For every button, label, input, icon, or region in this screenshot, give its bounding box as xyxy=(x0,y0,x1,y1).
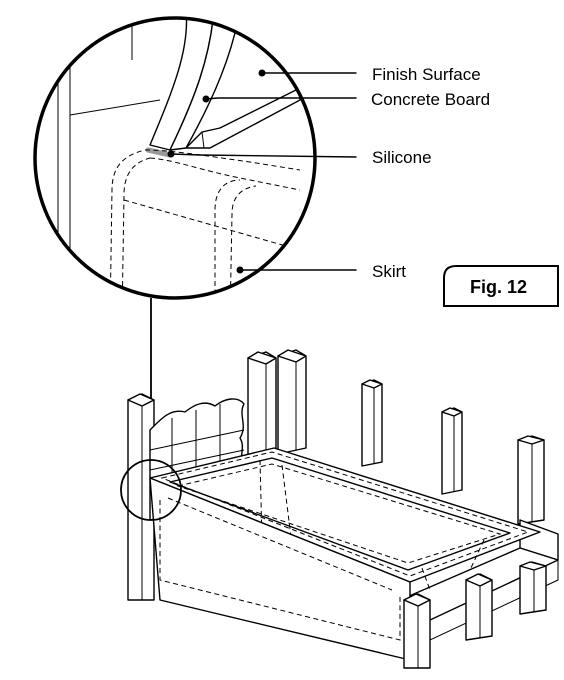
rear-stud-1 xyxy=(247,351,277,459)
detail-locator-circle xyxy=(120,459,182,521)
figure-label: Fig. 12 xyxy=(470,277,527,297)
front-stud-right-2 xyxy=(465,573,493,641)
callout-label-concrete-board: Concrete Board xyxy=(371,90,490,109)
callout-skirt: Skirt xyxy=(236,262,406,281)
figure-label-box: Fig. 12 xyxy=(443,265,559,307)
skirt-dash-2 xyxy=(229,185,257,298)
apron-top-dash xyxy=(167,497,393,591)
skirt-dash-1 xyxy=(214,179,241,298)
basin-inner-dash-4 xyxy=(421,567,431,591)
rear-stud-3 xyxy=(361,379,383,467)
callout-finish-surface: Finish Surface xyxy=(258,65,481,84)
callout-silicone: Silicone xyxy=(167,148,432,167)
basin-inner-dash-2 xyxy=(281,464,293,546)
callout-label-finish-surface: Finish Surface xyxy=(372,65,481,84)
ledge-edge xyxy=(201,131,205,149)
tub-rim-dash xyxy=(160,451,530,577)
basin-inner-dash-1 xyxy=(259,459,263,541)
callout-label-skirt: Skirt xyxy=(372,262,406,281)
basin-inner-dash-3 xyxy=(469,539,485,571)
apron-inner-dash xyxy=(159,500,401,641)
rear-stud-4 xyxy=(441,407,463,495)
flange-dash-2 xyxy=(121,157,151,298)
rear-stud-2 xyxy=(277,349,307,455)
rim-dash-1 xyxy=(149,157,301,191)
tub-assembly xyxy=(120,349,559,669)
rear-stud-5 xyxy=(517,435,545,525)
tub-basin-opening xyxy=(169,457,511,571)
flange-dash-1 xyxy=(109,149,146,298)
rim-dash-2 xyxy=(144,149,301,171)
figure-label-frame xyxy=(443,265,559,307)
callout-leader xyxy=(170,153,357,158)
callout-leader xyxy=(205,97,357,100)
callout-concrete-board: Concrete Board xyxy=(202,90,490,109)
tub-basin-dash xyxy=(176,463,502,564)
rim-dash-3 xyxy=(123,199,301,251)
front-stud-right-3 xyxy=(519,561,547,615)
detail-magnifier xyxy=(33,16,317,470)
wall-board-seam xyxy=(69,99,161,116)
front-stud-right-1 xyxy=(403,593,431,669)
silicone-bead xyxy=(145,147,173,158)
detail-interior xyxy=(40,18,301,298)
magnifier-border xyxy=(33,16,317,300)
callout-label-silicone: Silicone xyxy=(372,148,432,167)
